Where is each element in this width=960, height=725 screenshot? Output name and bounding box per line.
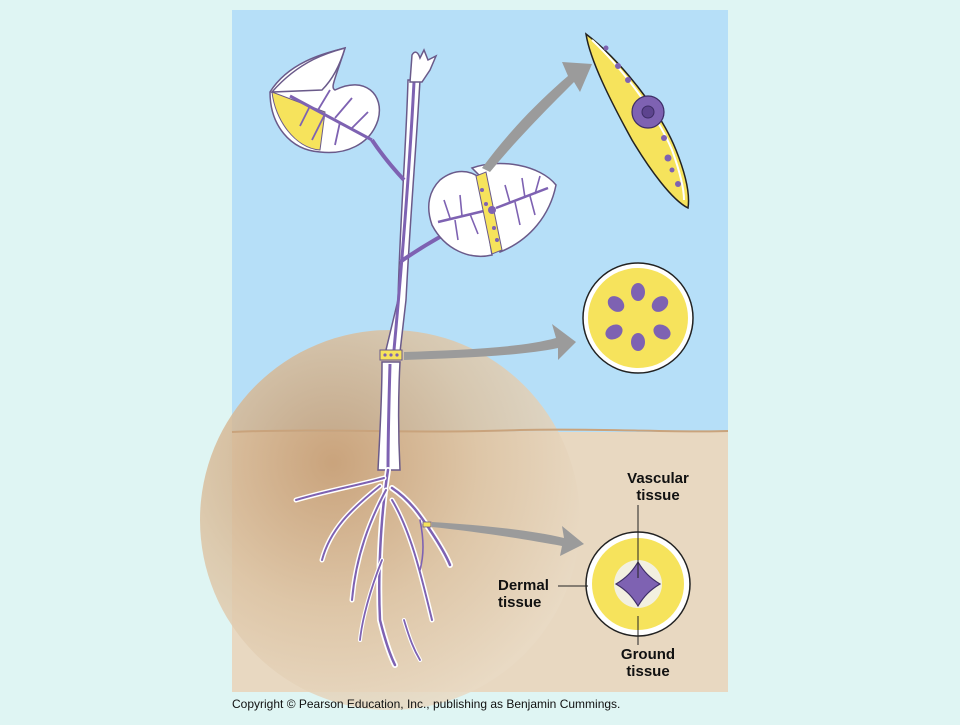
stem-cut-section [379,349,403,361]
stem-cross-section [582,262,694,374]
root-cut-section [422,521,432,528]
upper-leaf [269,46,381,154]
copyright-notice: Copyright © Pearson Education, Inc., pub… [232,697,621,711]
stem-upper-vascular [392,81,416,351]
arrow-to-leaf-section [482,62,592,172]
arrow-to-root-section [432,522,584,556]
soil-surface [231,428,729,433]
ground-label-line1: Ground [620,646,676,663]
right-leaf [428,162,557,257]
arrow-to-stem-section [404,324,576,360]
root-cross-section [585,531,691,637]
vascular-label-line2: tissue [636,487,680,504]
leaf-cross-section [584,32,690,210]
shoot-tip [409,48,438,83]
vascular-tissue-label: Vascular tissue [618,470,698,504]
branch-upper-leaf [370,138,406,182]
vascular-label-line1: Vascular [627,470,689,487]
dermal-label-line2: tissue [498,594,542,611]
ground-label-line2: tissue [626,663,670,680]
ground-tissue-label: Ground tissue [608,646,688,680]
soil-shadow [200,330,580,710]
root-system [293,467,453,668]
stem-lower-vascular [386,363,392,471]
dermal-tissue-label: Dermal tissue [498,577,549,611]
dermal-label-line1: Dermal [498,577,549,594]
